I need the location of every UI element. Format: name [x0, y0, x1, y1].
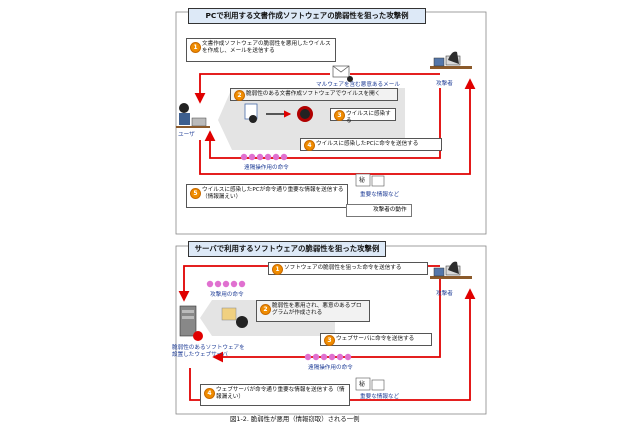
step-text: ウイルスに感染する: [346, 111, 391, 124]
user-label: ユーザ: [178, 132, 195, 138]
remote-command-label-p1: 遠隔操作用の命令: [244, 165, 289, 171]
figure-caption: 図1-2. 脆弱性が悪用（情報窃取）される一例: [230, 415, 360, 423]
step-text: ウェブサーバが命令通り重要な情報を送信する（情報漏えい）: [216, 387, 345, 400]
step-text: 脆弱性を悪用され、悪意のあるプログラムが作成される: [272, 303, 362, 316]
command-arrow-p2: [212, 278, 441, 363]
skull-row-p1: [240, 153, 288, 161]
secret-document-icon-p2: [355, 377, 385, 391]
panel2-step4: 4 ウェブサーバが命令通り重要な情報を送信する（情報漏えい）: [200, 384, 350, 406]
server-icon: [179, 305, 203, 341]
document-icon: [244, 103, 258, 123]
panel1-step5: 5 ウイルスに感染したPCが命令通り重要な情報を送信する（情報漏えい）: [186, 184, 348, 208]
panel2-title: サーバで利用するソフトウェアの脆弱性を狙った攻撃例: [188, 241, 386, 257]
step-text: 脆弱性のある文書作成ソフトウェアでウイルスを開く: [246, 91, 381, 97]
legend-label: 攻撃者の動作: [373, 207, 407, 213]
panel2-step2: 2 脆弱性を悪用され、悪意のあるプログラムが作成される: [256, 300, 370, 322]
panel2-step1: 1 ソフトウェアの脆弱性を狙った命令を送信する: [268, 262, 428, 275]
mail-label: マルウェアを含む悪意あるメール: [316, 82, 400, 88]
secret-mark-p1: 秘: [359, 177, 366, 184]
step-number-badge: 3: [324, 335, 335, 346]
step-number-badge: 4: [204, 388, 215, 399]
panel2-step3: 3 ウェブサーバに命令を送信する: [320, 333, 432, 346]
step-text: ウイルスに感染したPCに命令を送信する: [316, 141, 419, 147]
important-info-label-p1: 重要な情報など: [360, 192, 400, 198]
step-number-badge: 2: [260, 304, 271, 315]
skull-row-p2-bottom: [304, 353, 352, 361]
panel1-step3: 3 ウイルスに感染する: [330, 108, 396, 124]
malicious-program-icon: [221, 307, 248, 328]
skull-row-p2-top: [206, 280, 246, 288]
attacker-icon-p1: [430, 51, 472, 69]
mail-arrow: [200, 73, 440, 102]
server-label: 脆弱性のあるソフトウェアを設置したウェブサーバ: [172, 345, 245, 358]
mail-envelope-icon: [332, 65, 350, 78]
secret-mark-p2: 秘: [359, 381, 366, 388]
user-icon: [176, 103, 210, 128]
attacker-label-p2: 攻撃者: [436, 291, 453, 297]
step-number-badge: 1: [272, 264, 283, 275]
step-text: 文書作成ソフトウェアの脆弱性を悪用したウイルスを作成し、メールを送信する: [202, 41, 331, 54]
step-text: ウェブサーバに命令を送信する: [336, 336, 415, 342]
remote-command-label-p2: 遠隔操作用の命令: [308, 365, 353, 371]
legend: 攻撃者の動作: [346, 204, 412, 217]
important-info-label-p2: 重要な情報など: [360, 394, 400, 400]
step-number-badge: 4: [304, 140, 315, 151]
virus-small-icon: [347, 76, 353, 82]
step-text: ウイルスに感染したPCが命令通り重要な情報を送信する（情報漏えい）: [202, 187, 344, 200]
command-arrow-p1: [204, 88, 441, 159]
step-number-badge: 3: [334, 110, 345, 121]
panel1-title: PCで利用する文書作成ソフトウェアの脆弱性を狙った攻撃例: [188, 8, 426, 24]
step-number-badge: 5: [190, 188, 201, 199]
step-text: ソフトウェアの脆弱性を狙った命令を送信する: [284, 265, 402, 271]
panel1-step2: 2 脆弱性のある文書作成ソフトウェアでウイルスを開く: [230, 88, 398, 101]
attacker-icon-p2: [430, 261, 472, 279]
leak-arrow-p1: [199, 78, 476, 175]
process-region: [218, 88, 405, 150]
panel1-step4: 4 ウイルスに感染したPCに命令を送信する: [300, 138, 442, 151]
step-number-badge: 1: [190, 42, 201, 53]
attack-command-label: 攻撃用の命令: [210, 292, 244, 298]
step-number-badge: 2: [234, 90, 245, 101]
virus-large-icon: [297, 106, 313, 122]
panel1-step1: 1 文書作成ソフトウェアの脆弱性を悪用したウイルスを作成し、メールを送信する: [186, 38, 336, 62]
attacker-label-p1: 攻撃者: [436, 81, 453, 87]
secret-document-icon-p1: [355, 173, 385, 187]
